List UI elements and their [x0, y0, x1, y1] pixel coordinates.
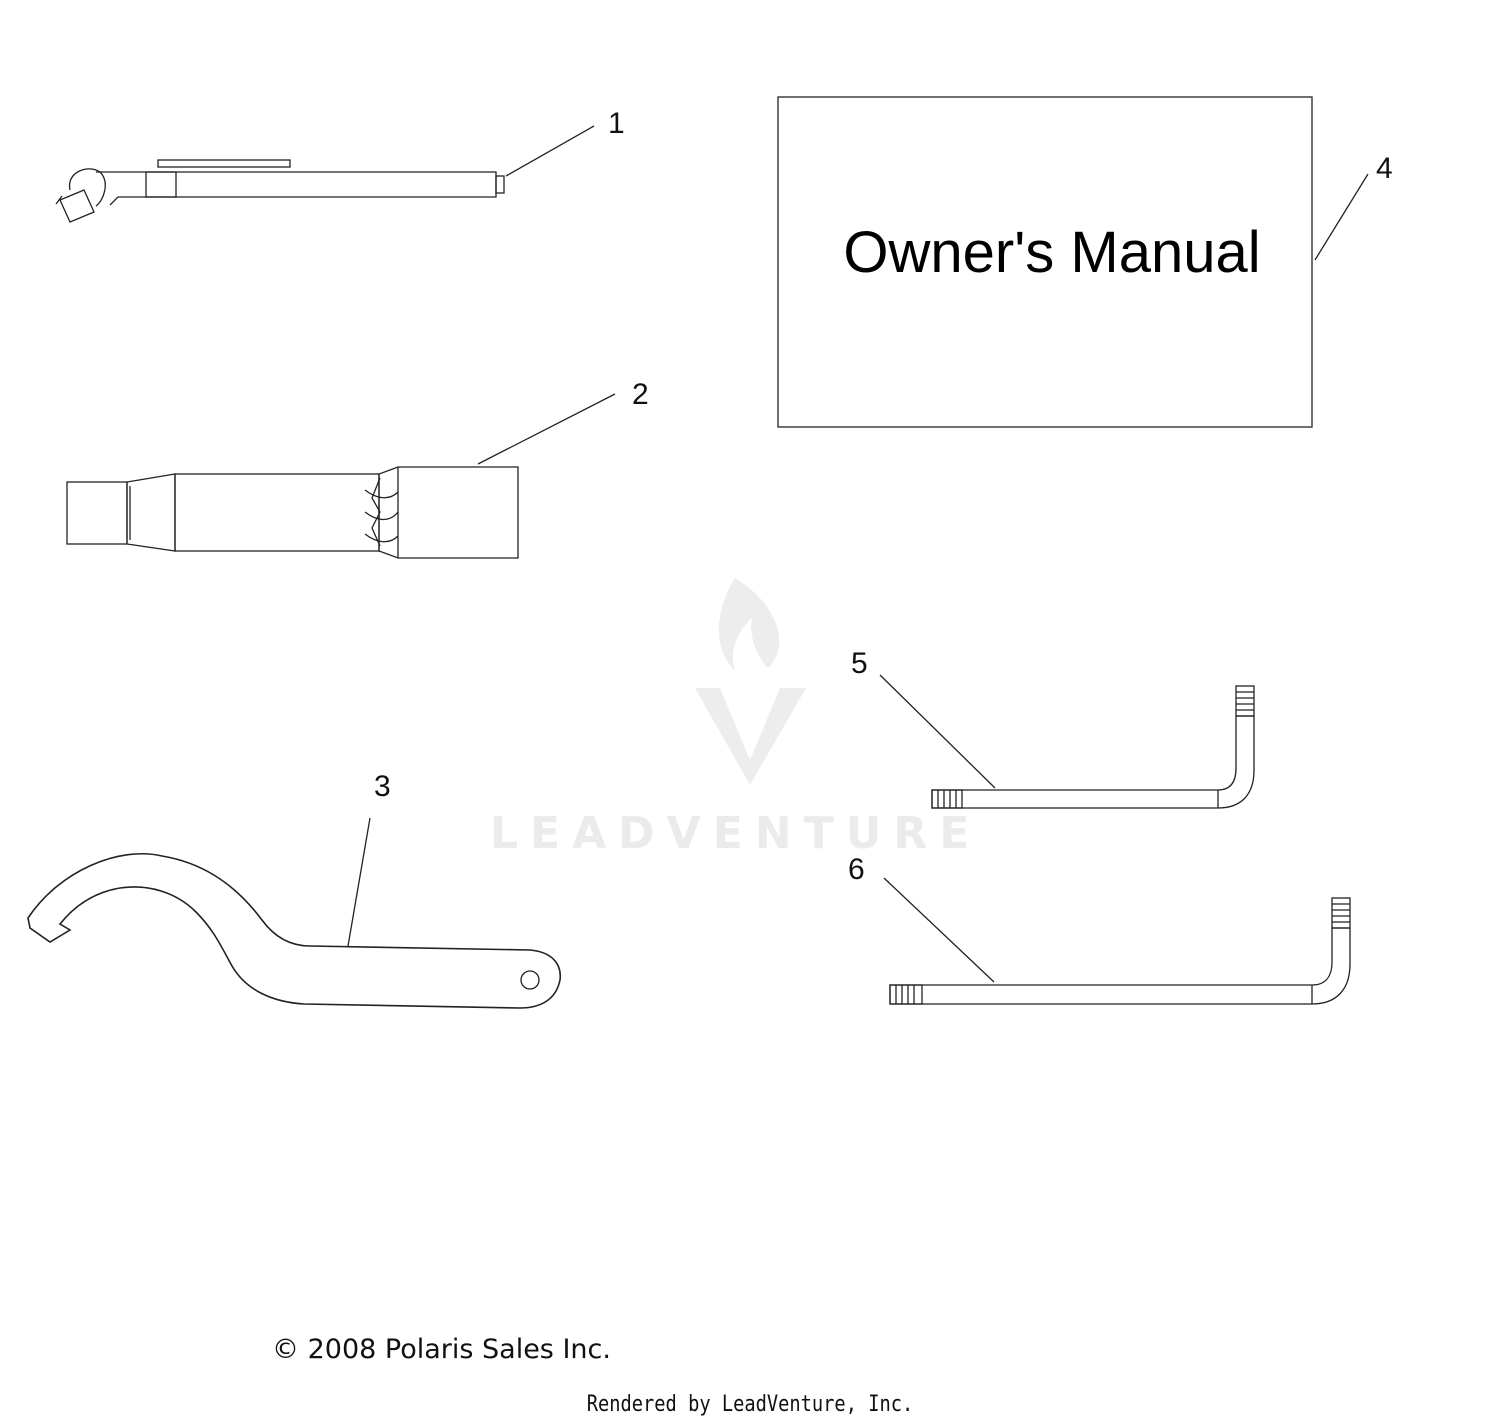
- tire-gauge[interactable]: [55, 159, 505, 223]
- owners-manual[interactable]: Owner's Manual: [777, 96, 1313, 428]
- hex-key-long[interactable]: [889, 897, 1351, 1005]
- callout-number-5: 5: [851, 647, 868, 680]
- callout-4: 4: [1314, 152, 1393, 261]
- owners-manual-title: Owner's Manual: [843, 220, 1260, 285]
- callout-number-2: 2: [632, 378, 649, 411]
- spanner-wrench[interactable]: [27, 852, 561, 1009]
- callout-number-1: 1: [608, 107, 625, 140]
- callout-number-6: 6: [848, 853, 865, 886]
- callout-number-4: 4: [1376, 152, 1393, 185]
- rendered-by-credit: Rendered by LeadVenture, Inc.: [586, 1392, 914, 1417]
- spark-plug-socket[interactable]: [66, 466, 519, 559]
- hex-key-short[interactable]: [931, 685, 1255, 809]
- copyright-notice: © 2008 Polaris Sales Inc.: [272, 1334, 611, 1365]
- callout-3: 3: [347, 770, 391, 947]
- callout-2: 2: [477, 378, 649, 465]
- callout-1: 1: [505, 107, 625, 177]
- callout-6: 6: [848, 853, 995, 983]
- watermark-logo: LEADVENTURE: [490, 578, 981, 859]
- watermark-text: LEADVENTURE: [490, 808, 981, 859]
- callout-5: 5: [851, 647, 996, 789]
- callout-number-3: 3: [374, 770, 391, 803]
